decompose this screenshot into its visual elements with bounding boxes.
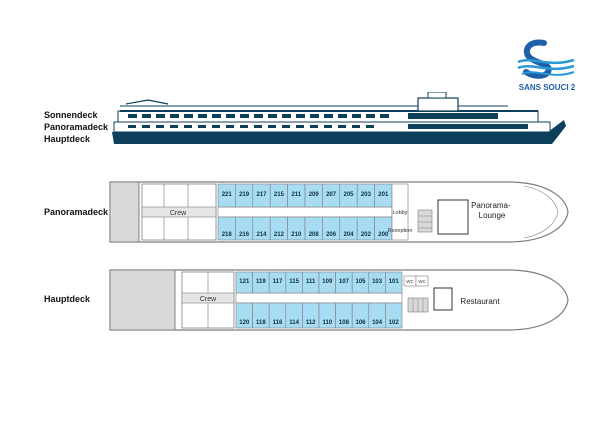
panoramadeck-cabin-205: 205 bbox=[343, 192, 354, 198]
hauptdeck-label: Hauptdeck bbox=[44, 294, 91, 304]
panoramadeck-cabin-202: 202 bbox=[361, 232, 372, 238]
hauptdeck-cabin-114: 114 bbox=[289, 320, 299, 326]
panoramadeck-crew-label: Crew bbox=[170, 210, 187, 217]
hauptdeck-cabin-117: 117 bbox=[273, 279, 283, 285]
hauptdeck-cabin-105: 105 bbox=[355, 279, 366, 285]
hauptdeck-restaurant-label: Restaurant bbox=[460, 297, 500, 306]
sans-souci-logo: SANS SOUCI 2 bbox=[517, 39, 576, 92]
panoramadeck-cabin-211: 211 bbox=[291, 192, 301, 198]
panoramadeck-cabin-217: 217 bbox=[256, 192, 267, 198]
panoramadeck-cabin-209: 209 bbox=[309, 192, 320, 198]
panoramadeck-reception-label: Rezeption bbox=[388, 228, 413, 234]
hauptdeck-cabin-108: 108 bbox=[339, 320, 350, 326]
panoramadeck-cabin-207: 207 bbox=[326, 192, 337, 198]
ship-side-view bbox=[112, 92, 566, 144]
hauptdeck-cabin-121: 121 bbox=[239, 279, 250, 285]
hauptdeck-plan: Crew WC WC Restaurant 121 119 117 115 111 109… bbox=[109, 269, 569, 331]
panoramadeck-lounge-line-1: Panorama- bbox=[471, 201, 511, 210]
hauptdeck-cabin-118: 118 bbox=[256, 320, 266, 326]
hauptdeck-cabin-106: 106 bbox=[355, 320, 366, 326]
panoramadeck-cabin-201: 201 bbox=[378, 192, 389, 198]
panoramadeck-lounge-label: Panorama- Lounge bbox=[471, 201, 513, 220]
hauptdeck-cabin-101: 101 bbox=[389, 279, 400, 285]
panoramadeck-plan: Crew Lobby Rezeption Panorama- Lounge 22… bbox=[109, 181, 569, 243]
hauptdeck-cabin-109: 109 bbox=[322, 279, 333, 285]
panoramadeck-cabin-208: 208 bbox=[309, 232, 320, 238]
brand-name: SANS SOUCI 2 bbox=[519, 83, 576, 92]
hauptdeck-cabin-104: 104 bbox=[372, 320, 383, 326]
hauptdeck-cabin-120: 120 bbox=[239, 320, 250, 326]
panoramadeck-cabin-215: 215 bbox=[274, 192, 285, 198]
panoramadeck-cabin-212: 212 bbox=[274, 232, 285, 238]
hauptdeck-cabin-119: 119 bbox=[256, 279, 266, 285]
hauptdeck-cabin-116: 116 bbox=[273, 320, 283, 326]
hauptdeck-wc-label-1: WC bbox=[406, 279, 414, 284]
panoramadeck-cabin-214: 214 bbox=[256, 232, 267, 238]
hauptdeck-crew-label: Crew bbox=[200, 296, 217, 303]
hauptdeck-cabin-102: 102 bbox=[389, 320, 400, 326]
panoramadeck-cabin-204: 204 bbox=[343, 232, 354, 238]
panoramadeck-cabin-216: 216 bbox=[239, 232, 250, 238]
label-sonnendeck: Sonnendeck bbox=[44, 110, 98, 120]
panoramadeck-lobby-label: Lobby bbox=[393, 210, 408, 216]
panoramadeck-cabin-206: 206 bbox=[326, 232, 337, 238]
panoramadeck-cabin-200: 200 bbox=[378, 232, 389, 238]
panoramadeck-cabin-221: 221 bbox=[222, 192, 233, 198]
panoramadeck-lounge-line-2: Lounge bbox=[479, 211, 506, 220]
label-panoramadeck: Panoramadeck bbox=[44, 122, 109, 132]
hauptdeck-cabin-107: 107 bbox=[339, 279, 350, 285]
hauptdeck-wc-label-2: WC bbox=[418, 279, 426, 284]
panoramadeck-label: Panoramadeck bbox=[44, 207, 109, 217]
panoramadeck-cabin-218: 218 bbox=[222, 232, 233, 238]
hauptdeck-cabin-110: 110 bbox=[322, 320, 332, 326]
label-hauptdeck: Hauptdeck bbox=[44, 134, 91, 144]
hauptdeck-cabin-112: 112 bbox=[306, 320, 316, 326]
hauptdeck-cabin-115: 115 bbox=[289, 279, 299, 285]
hauptdeck-cabin-111: 111 bbox=[306, 279, 316, 285]
hauptdeck-cabin-103: 103 bbox=[372, 279, 383, 285]
panoramadeck-cabin-210: 210 bbox=[291, 232, 302, 238]
panoramadeck-cabin-203: 203 bbox=[361, 192, 372, 198]
panoramadeck-cabin-219: 219 bbox=[239, 192, 250, 198]
